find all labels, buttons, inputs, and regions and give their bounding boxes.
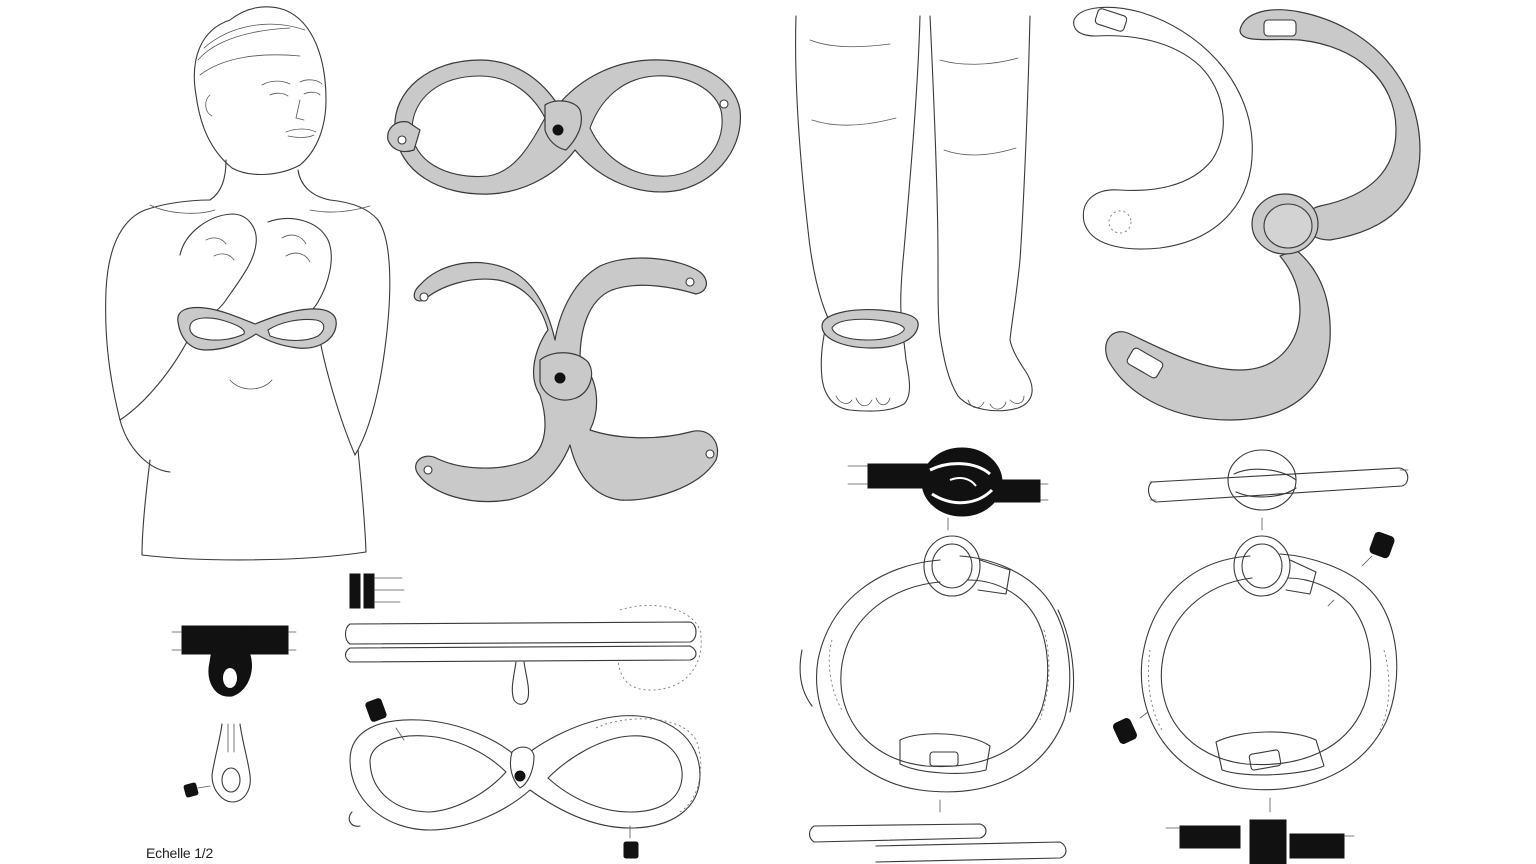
ankle-cuff-open-halves [1073,6,1421,421]
cuff-section-detail [171,625,297,803]
ankle-cuff-sections [847,447,1409,531]
figure-wearing-handcuffs [105,6,391,561]
cuff-closed-outline [348,698,702,859]
scale-label: Echelle 1/2 [146,845,214,861]
cuff-open-front-view [413,257,719,503]
figure-legs-with-ankle-shackle [795,15,1033,412]
ankle-cuff-closed-ring-b [1113,531,1398,864]
cuff-side-profile [344,573,702,705]
ankle-cuff-closed-ring-a [799,535,1075,863]
cuff-closed-front-view [387,59,742,195]
